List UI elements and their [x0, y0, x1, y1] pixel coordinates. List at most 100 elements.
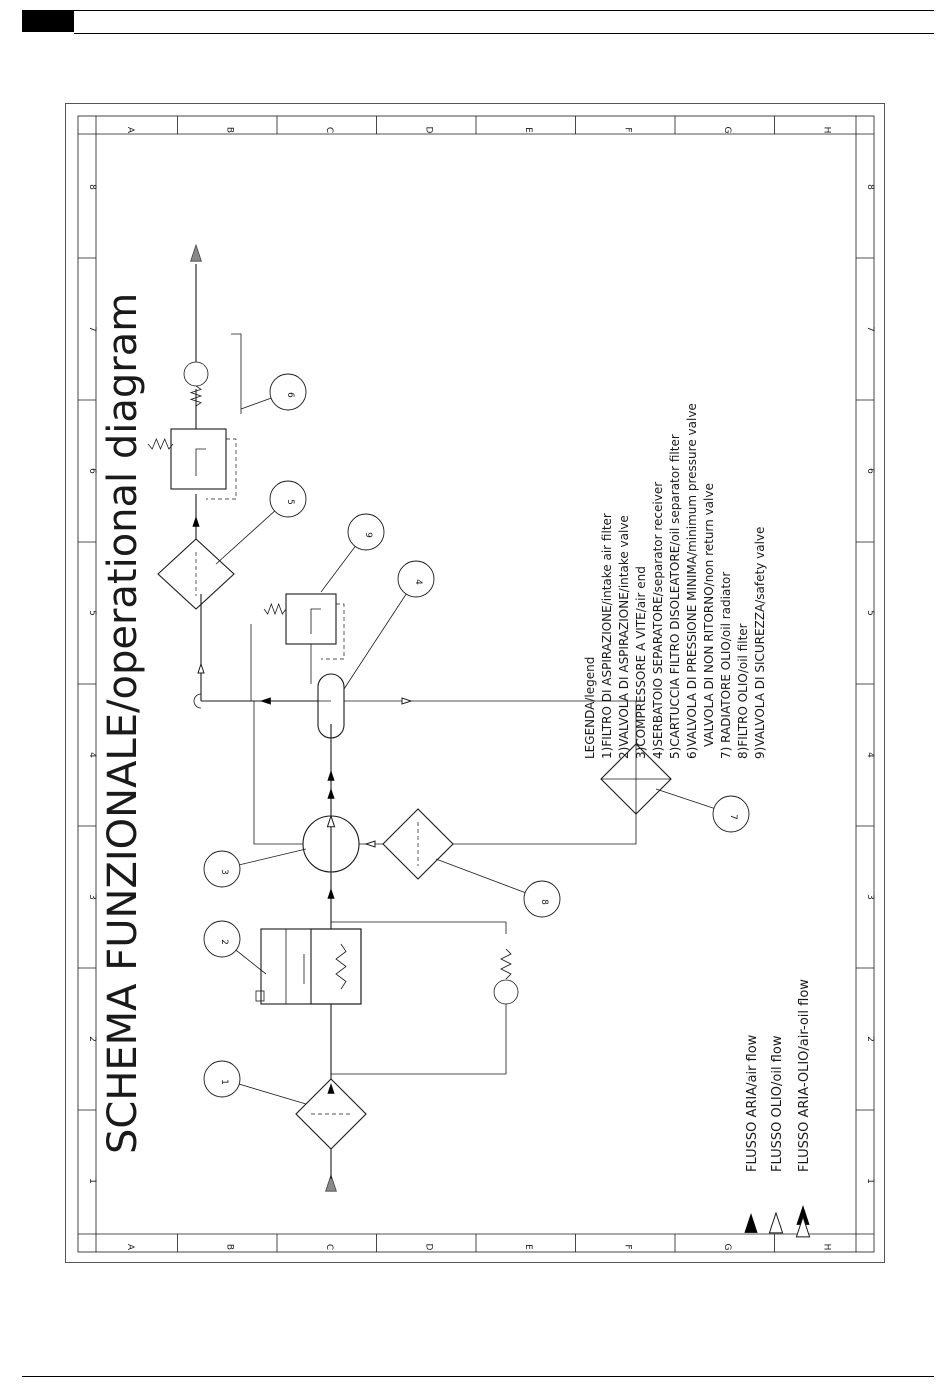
flow-key-symbol-air-oil-open [795, 1215, 811, 1238]
solenoid-box [255, 990, 265, 1002]
header-rule [74, 10, 934, 34]
mpv-leader-frame [231, 333, 242, 414]
balloon-label-4: 4 [413, 579, 423, 585]
zone-label-right-2: 2 [865, 1036, 875, 1042]
balloon-label-3: 3 [219, 869, 229, 875]
non-return-valve [183, 361, 209, 387]
zone-label-right-6: 6 [865, 468, 875, 474]
minimum-pressure-valve [170, 428, 227, 490]
balloon-5 [269, 480, 307, 518]
zone-label-right-7: 7 [865, 326, 875, 332]
radiator-to-filter-line [453, 814, 637, 845]
balloon-6 [269, 373, 307, 411]
line-crossover [193, 693, 202, 709]
oil-flow-arrow-receiver [401, 697, 413, 705]
zone-label-top-D: D [423, 127, 433, 134]
outlet-air-arrow [190, 243, 202, 262]
balloon-label-2: 2 [219, 939, 229, 945]
air-flow-arrow-3 [192, 516, 200, 527]
zone-label-bottom-H: H [821, 1244, 831, 1251]
intake-filter [295, 1078, 367, 1150]
flow-key-symbol-oil [768, 1211, 784, 1234]
balloon-4 [397, 560, 435, 598]
zone-label-left-2: 2 [87, 1036, 97, 1042]
zone-label-right-8: 8 [865, 184, 875, 190]
balloon-leader-8 [435, 858, 543, 900]
oil-flow-arrow-filter [364, 840, 376, 848]
balloon-label-7: 7 [728, 814, 738, 820]
legend-item-1: 1)FILTRO DI ASPIRAZIONE/intake air filte… [600, 513, 614, 759]
compressor-outlet-mark [326, 814, 336, 828]
balloon-label-1: 1 [219, 1079, 229, 1085]
balloon-1 [203, 1060, 241, 1098]
legend-item-3: 3)COMPRESSORE A VITE/air end [634, 566, 648, 759]
bypass-spring [500, 948, 512, 980]
zone-label-top-A: A [125, 127, 135, 134]
intake-valve-block-right [310, 928, 362, 1005]
air-flow-arrow-1 [327, 1083, 335, 1094]
inlet-air-arrow [325, 1173, 337, 1192]
zone-label-top-F: F [622, 127, 632, 132]
mpv-pilot [206, 438, 237, 500]
flow-key-symbol-air-oil-solid [796, 1205, 810, 1225]
balloon-label-8: 8 [539, 899, 549, 905]
bypass-upper [331, 921, 507, 934]
zone-label-top-E: E [523, 127, 533, 133]
nrv-spring [189, 385, 203, 407]
safety-valve-spring [263, 602, 287, 616]
legend-item-4: 4)SERBATOIO SEPARATORE/separator receive… [651, 482, 665, 759]
zone-label-top-B: B [224, 127, 234, 133]
balloon-9 [347, 513, 385, 551]
zone-label-bottom-E: E [523, 1244, 533, 1250]
oil-flow-arrow-scavenge [197, 662, 205, 674]
zone-label-left-1: 1 [87, 1178, 97, 1184]
balloon-leader-4 [343, 578, 417, 690]
air-flow-arrow-receiver [260, 697, 271, 705]
zone-label-bottom-B: B [224, 1244, 234, 1250]
intake-valve-spring [335, 943, 347, 990]
zone-label-left-6: 6 [87, 468, 97, 474]
zone-label-bottom-C: C [324, 1244, 334, 1250]
balloon-label-5: 5 [285, 499, 295, 505]
balloon-7 [712, 795, 750, 833]
page-number-tab [22, 10, 74, 32]
oil-return-loop [253, 700, 331, 845]
legend-item-10: 9)VALVOLA DI SICUREZZA/safety valve [753, 527, 767, 759]
zone-label-bottom-F: F [622, 1244, 632, 1249]
oil-filter [382, 808, 454, 880]
diagram-title: SCHEMA FUNZIONALE/operational diagram [100, 293, 146, 1154]
legend-item-2: 2)VALVOLA DI ASPIRAZIONE/intake valve [617, 515, 631, 759]
zone-label-top-H: H [821, 127, 831, 134]
zone-label-left-4: 4 [87, 752, 97, 758]
legend-item-8: 7) RADIATORE OLIO/oil radiator [719, 572, 733, 759]
safety-valve-pilot [321, 603, 345, 660]
bypass-check-valve [493, 979, 519, 1005]
legend-item-9: 8)FILTRO OLIO/oil filter [736, 623, 750, 759]
flow-key-label-3: FLUSSO ARIA-OLIO/air-oil flow [797, 979, 812, 1172]
oil-separator-filter [157, 538, 235, 610]
mpv-spring [147, 437, 174, 451]
zone-label-left-8: 8 [87, 184, 97, 190]
flow-key-label-2: FLUSSO OLIO/oil flow [770, 1035, 785, 1172]
flow-key-label-1: FLUSSO ARIA/air flow [745, 1034, 760, 1172]
footer-rule [22, 1376, 934, 1377]
zone-label-left-3: 3 [87, 894, 97, 900]
bypass-lower [331, 1004, 507, 1075]
safety-valve-path [310, 608, 321, 634]
zone-label-right-3: 3 [865, 894, 875, 900]
legend-item-7: VALVOLA DI NON RITORNO/non return valve [702, 483, 716, 747]
page-header [22, 10, 934, 34]
separator-receiver [317, 673, 345, 739]
flow-key-symbol-air [744, 1213, 758, 1233]
balloon-2 [203, 920, 241, 958]
mpv-path [195, 448, 206, 476]
legend-heading: LEGENDA/legend [583, 657, 597, 759]
balloon-8 [523, 880, 561, 918]
zone-label-right-1: 1 [865, 1178, 875, 1184]
zone-label-left-5: 5 [87, 610, 97, 616]
air-oil-flow-arrow-2 [327, 770, 335, 781]
legend-item-5: 5)CARTUCCIA FILTRO DISOLEATORE/oil separ… [668, 434, 682, 759]
